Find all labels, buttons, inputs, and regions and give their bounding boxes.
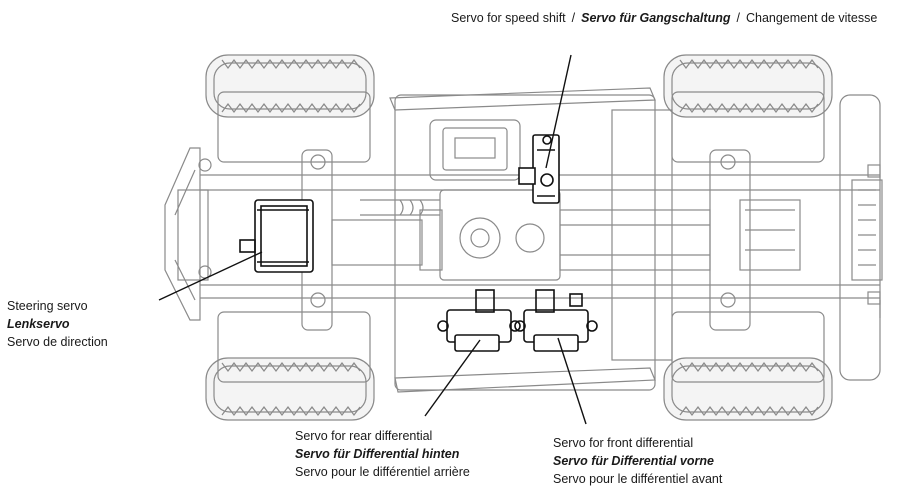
rear-diff-leader — [424, 339, 481, 417]
speed-shift-leader — [545, 54, 572, 169]
wheel-front-left — [663, 54, 833, 118]
front-diff-label-fr: Servo pour le différentiel avant — [553, 472, 723, 486]
speed-shift-label-de: Servo für Gangschaltung — [581, 11, 731, 25]
front-diff-label-de: Servo für Differential vorne — [553, 454, 714, 468]
front-diff-label-en: Servo for front differential — [553, 436, 694, 450]
front-diff-label: Servo for front differential Servo für D… — [553, 434, 722, 488]
gearbox — [360, 119, 561, 281]
wheel-rear-left — [205, 54, 375, 118]
steering-label-en: Steering servo — [7, 299, 88, 313]
speed-shift-servo — [518, 134, 560, 204]
wheel-front-right — [663, 357, 833, 421]
rear-diff-label-de: Servo für Differential hinten — [295, 447, 460, 461]
rear-diff-label-en: Servo for rear differential — [295, 429, 433, 443]
steering-label-de: Lenkservo — [7, 317, 70, 331]
front-diff-leader — [557, 337, 587, 425]
speed-shift-label-en: Servo for speed shift — [451, 11, 566, 25]
rear-bumper — [164, 147, 212, 321]
front-diff-servo — [514, 289, 598, 352]
steering-servo — [239, 199, 314, 273]
steering-label: Steering servo Lenkservo Servo de direct… — [7, 297, 108, 351]
rear-diff-label: Servo for rear differential Servo für Di… — [295, 427, 470, 481]
separator: / — [736, 11, 740, 25]
steering-label-fr: Servo de direction — [7, 335, 108, 349]
wheel-rear-right — [205, 357, 375, 421]
speed-shift-label: Servo for speed shift / Servo für Gangscha… — [451, 9, 877, 27]
speed-shift-label-fr: Changement de vitesse — [745, 11, 878, 25]
steering-leader — [158, 251, 263, 301]
rear-diff-label-fr: Servo pour le différentiel arrière — [295, 465, 470, 479]
separator: / — [571, 11, 576, 25]
